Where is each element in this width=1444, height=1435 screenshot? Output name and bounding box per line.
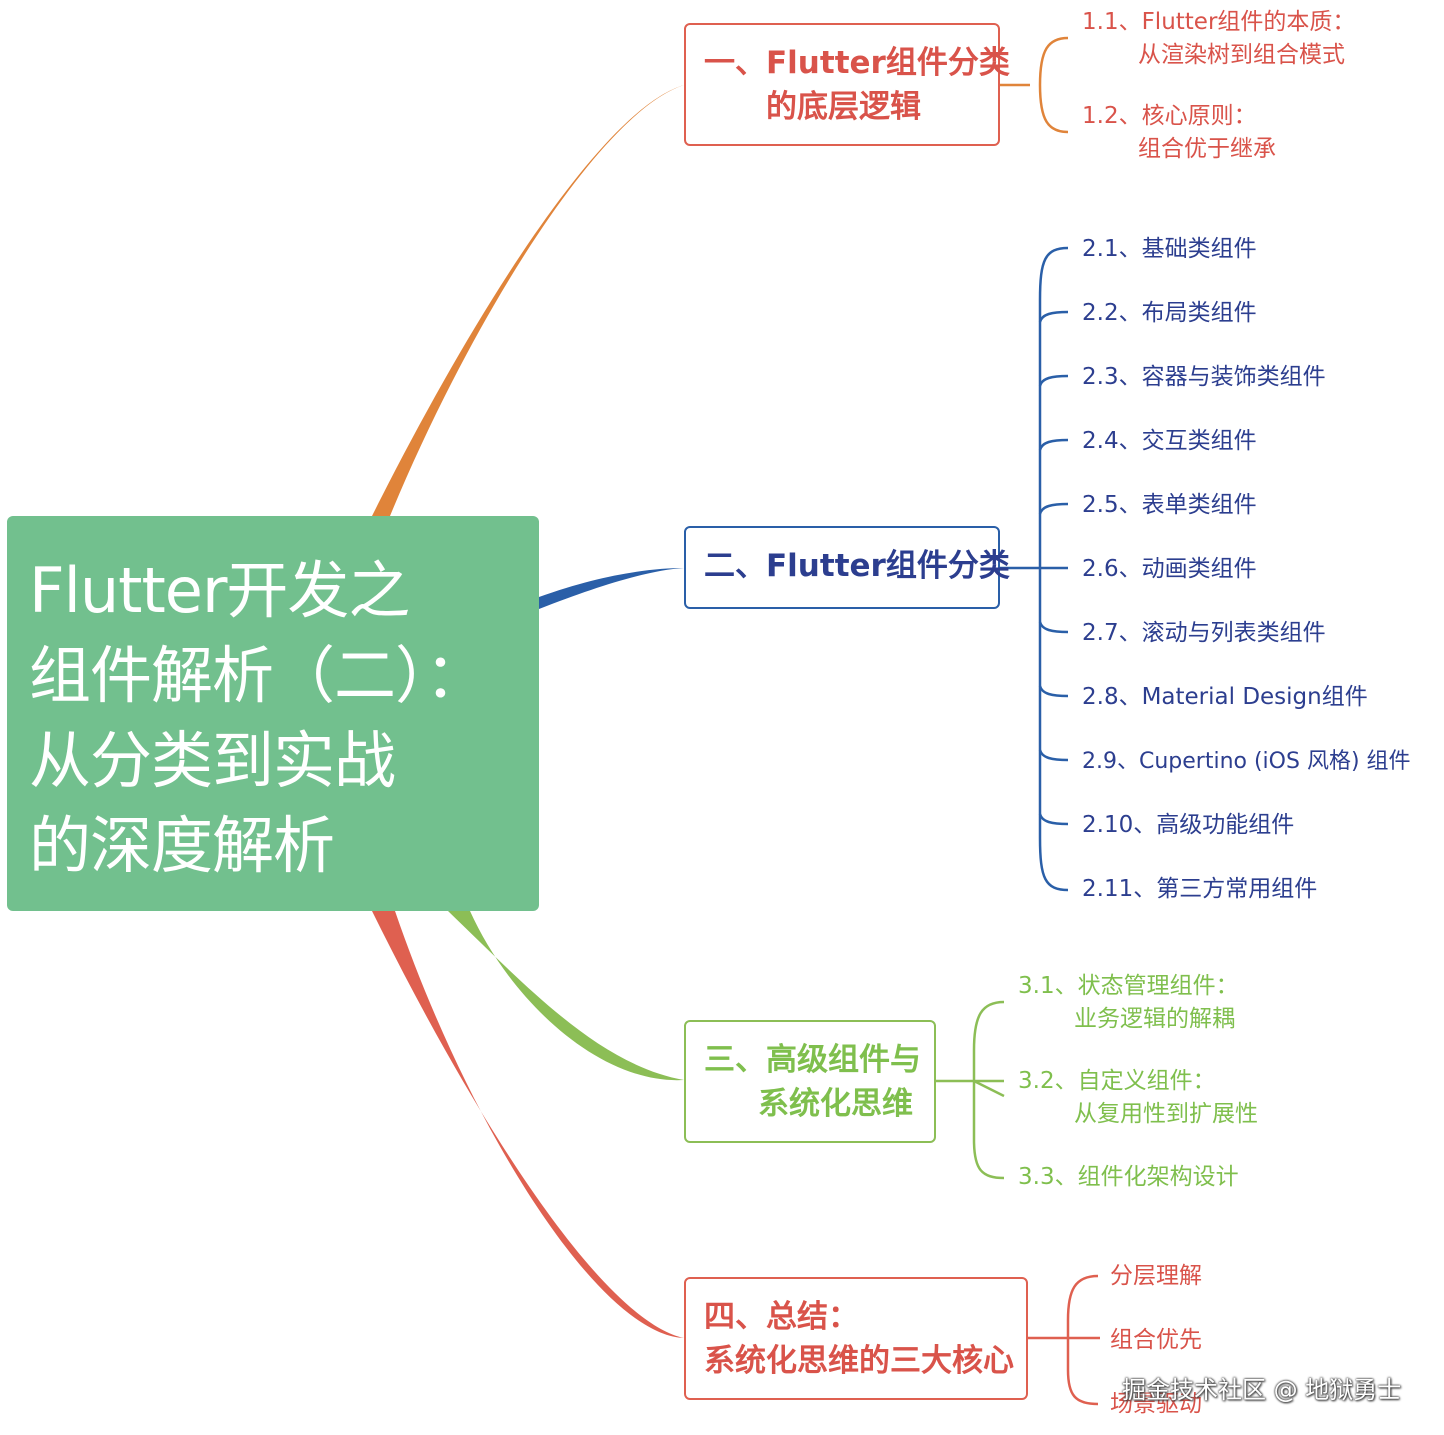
leaf-label: 3.3、组件化架构设计 (1018, 1164, 1239, 1190)
branch-3-title-line: 三、高级组件与 (704, 1042, 921, 1078)
leaf-sublabel: 从复用性到扩展性 (1074, 1101, 1258, 1127)
leaf-2-9[interactable]: 2.9、Cupertino (iOS 风格) 组件 (1082, 745, 1411, 778)
root-title-line: 组件解析（二）： (29, 639, 487, 712)
branch-2-title-line: 二、Flutter组件分类 (704, 548, 1010, 584)
leaf-label: 1.1、Flutter组件的本质： (1082, 9, 1356, 35)
branch-1-title-line: 一、Flutter组件分类 (704, 45, 1010, 81)
leaf-label: 3.2、自定义组件： (1018, 1068, 1216, 1094)
leaf-2-7[interactable]: 2.7、滚动与列表类组件 (1082, 617, 1326, 650)
leaf-label: 2.1、基础类组件 (1082, 236, 1257, 262)
leaf-2-4[interactable]: 2.4、交互类组件 (1082, 425, 1257, 458)
leaf-sublabel: 组合优于继承 (1138, 136, 1276, 162)
root-topic[interactable]: Flutter开发之 组件解析（二）： 从分类到实战 的深度解析 (7, 516, 539, 911)
leaf-4-3[interactable]: 场景驱动 (1110, 1388, 1202, 1421)
leaf-label: 2.5、表单类组件 (1082, 492, 1257, 518)
leaf-label: 组合优先 (1110, 1327, 1202, 1353)
branch-3-title-line: 系统化思维 (758, 1086, 913, 1122)
branch-1-topic[interactable]: 一、Flutter组件分类 的底层逻辑 (684, 23, 1010, 146)
bracket-branch-3 (936, 1000, 1005, 1180)
leaf-3-3[interactable]: 3.3、组件化架构设计 (1018, 1161, 1239, 1194)
root-title-line: 从分类到实战 (29, 724, 396, 797)
trunk-branch-1 (372, 85, 684, 516)
trunk-branch-3 (448, 911, 684, 1081)
branch-4-title-line: 四、总结： (704, 1299, 859, 1335)
leaf-2-2[interactable]: 2.2、布局类组件 (1082, 297, 1257, 330)
leaf-sublabel: 从渲染树到组合模式 (1138, 42, 1345, 68)
leaf-2-1[interactable]: 2.1、基础类组件 (1082, 233, 1257, 266)
leaf-2-3[interactable]: 2.3、容器与装饰类组件 (1082, 361, 1326, 394)
leaf-3-1[interactable]: 3.1、状态管理组件： 业务逻辑的解耦 (1018, 970, 1239, 1036)
leaf-2-11[interactable]: 2.11、第三方常用组件 (1082, 873, 1317, 906)
watermark: 掘金技术社区 @ 地狱勇士 (1122, 1376, 1402, 1404)
bracket-branch-4 (1028, 1274, 1100, 1406)
branch-2-topic[interactable]: 二、Flutter组件分类 (684, 526, 1010, 609)
leaf-1-2[interactable]: 1.2、核心原则： 组合优于继承 (1082, 100, 1276, 166)
leaf-label: 3.1、状态管理组件： (1018, 973, 1239, 999)
leaf-label: 1.2、核心原则： (1082, 103, 1257, 129)
leaf-4-1[interactable]: 分层理解 (1110, 1260, 1202, 1293)
leaf-label: 2.4、交互类组件 (1082, 428, 1257, 454)
leaf-label: 2.7、滚动与列表类组件 (1082, 620, 1326, 646)
leaf-3-2[interactable]: 3.2、自定义组件： 从复用性到扩展性 (1018, 1065, 1258, 1131)
branch-3-topic[interactable]: 三、高级组件与 系统化思维 (684, 1020, 936, 1143)
leaf-2-6[interactable]: 2.6、动画类组件 (1082, 553, 1257, 586)
bracket-branch-2 (1000, 246, 1069, 892)
branch-4-title-line: 系统化思维的三大核心 (704, 1343, 1014, 1379)
branch-1-title-line: 的底层逻辑 (766, 89, 921, 125)
leaf-label: 分层理解 (1110, 1263, 1202, 1289)
leaf-label: 2.6、动画类组件 (1082, 556, 1257, 582)
leaf-sublabel: 业务逻辑的解耦 (1074, 1006, 1235, 1032)
leaf-2-10[interactable]: 2.10、高级功能组件 (1082, 809, 1294, 842)
leaf-label: 2.3、容器与装饰类组件 (1082, 364, 1326, 390)
leaf-label: 2.10、高级功能组件 (1082, 812, 1295, 838)
trunk-branch-4 (372, 911, 684, 1338)
leaf-label: 2.9、Cupertino (iOS 风格) 组件 (1082, 749, 1411, 774)
root-title-line: 的深度解析 (29, 809, 335, 882)
leaf-1-1[interactable]: 1.1、Flutter组件的本质： 从渲染树到组合模式 (1082, 6, 1355, 72)
branch-4-topic[interactable]: 四、总结： 系统化思维的三大核心 (684, 1277, 1028, 1400)
root-title-line: Flutter开发之 (29, 554, 410, 627)
leaf-2-8[interactable]: 2.8、Material Design组件 (1082, 681, 1368, 714)
leaf-label: 2.11、第三方常用组件 (1082, 876, 1318, 902)
leaf-label: 2.2、布局类组件 (1082, 300, 1257, 326)
bracket-branch-1 (1000, 36, 1069, 134)
leaf-label: 2.8、Material Design组件 (1082, 684, 1368, 710)
leaf-4-2[interactable]: 组合优先 (1110, 1324, 1202, 1357)
leaf-label: 场景驱动 (1110, 1391, 1202, 1417)
trunk-branch-2 (539, 568, 684, 609)
leaf-2-5[interactable]: 2.5、表单类组件 (1082, 489, 1257, 522)
